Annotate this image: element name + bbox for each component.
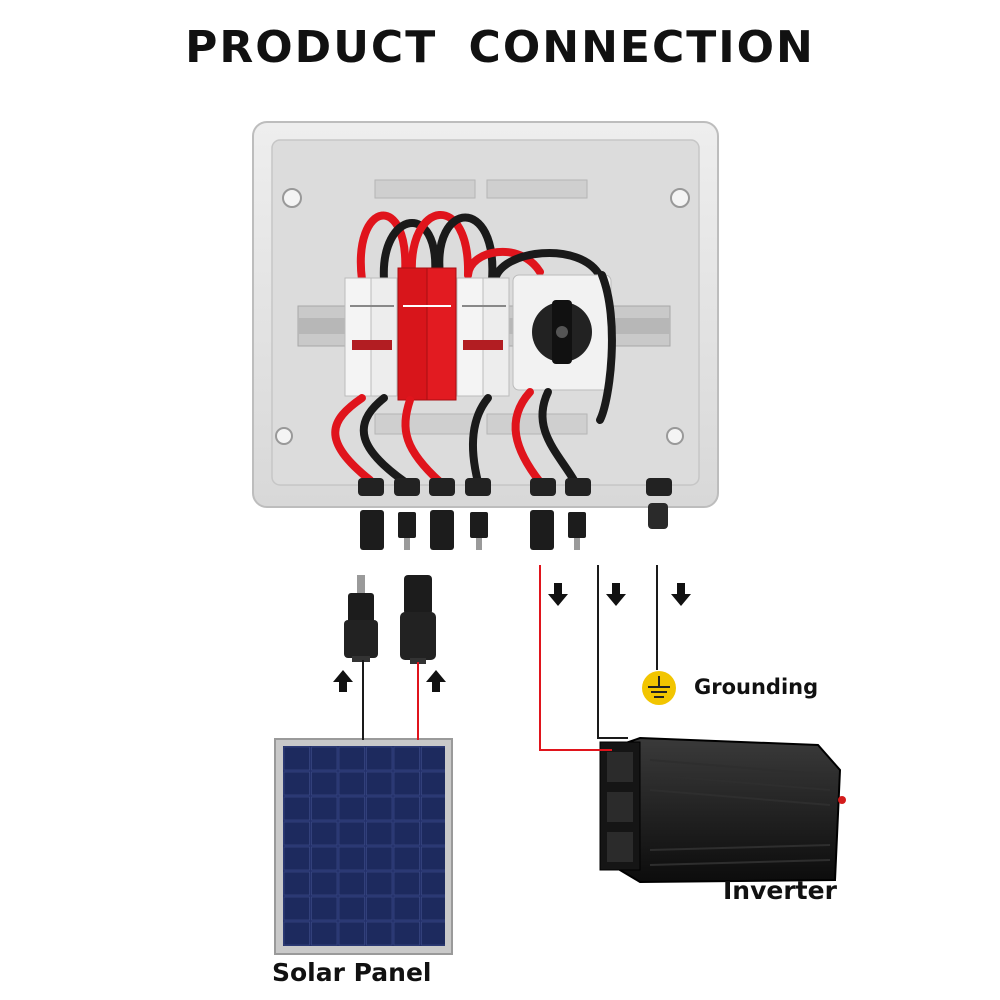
page-title: PRODUCT CONNECTION (185, 22, 815, 73)
arrow-down-icon (606, 583, 626, 606)
ground-icon (642, 671, 676, 705)
solar-panel (274, 738, 453, 955)
mc4-connector-pair (344, 575, 436, 664)
arrow-up-icon (333, 670, 353, 692)
inverter (599, 736, 846, 884)
grounding-label: Grounding (694, 675, 819, 699)
solar-panel-label: Solar Panel (272, 958, 432, 987)
arrow-up-icon (426, 670, 446, 692)
arrow-down-icon (548, 583, 568, 606)
internal-wires-bottom (331, 271, 616, 486)
breaker-row (344, 267, 612, 401)
inverter-label: Inverter (723, 876, 837, 905)
arrow-down-icon (671, 583, 691, 606)
box-connectors (358, 478, 672, 550)
connection-lines (362, 565, 658, 751)
internal-wires-top (356, 211, 604, 284)
